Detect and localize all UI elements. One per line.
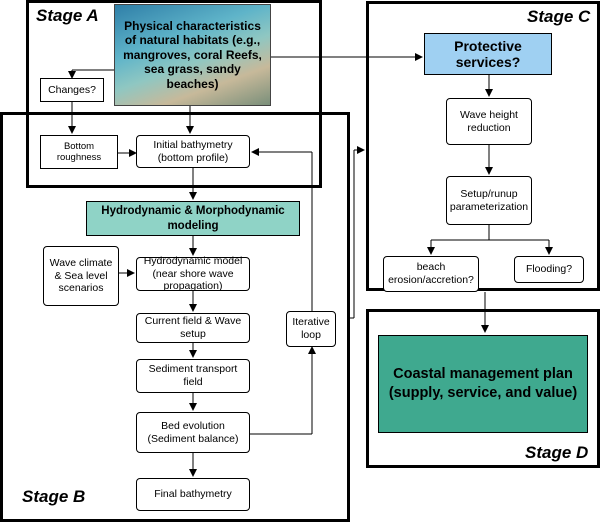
wave-height-reduction-node: Wave height reduction (446, 98, 532, 145)
current-field-node: Current field & Wave setup (136, 313, 250, 343)
beach-erosion-node: beach erosion/accretion? (383, 256, 479, 292)
setup-runup-node: Setup/runup parameterization (446, 176, 532, 225)
changes-node: Changes? (40, 78, 104, 102)
sediment-transport-node: Sediment transport field (136, 359, 250, 393)
bottom-roughness-node: Bottom roughness (40, 135, 118, 169)
iterative-loop-node: Iterative loop (286, 311, 336, 347)
stage-b-frame (0, 112, 350, 522)
stage-b-label: Stage B (22, 487, 86, 506)
wave-climate-node: Wave climate & Sea level scenarios (43, 246, 119, 306)
flooding-node: Flooding? (514, 256, 584, 283)
hydro-morpho-modeling-node: Hydrodynamic & Morphodynamic modeling (86, 201, 300, 236)
habitat-characteristics-node: Physical characteristics of natural habi… (114, 4, 271, 106)
stage-d-frame (366, 309, 600, 468)
protective-services-node: Protective services? (424, 33, 552, 75)
stage-d-label: Stage D (525, 443, 589, 462)
stage-c-label: Stage C (527, 7, 591, 26)
bed-evolution-node: Bed evolution (Sediment balance) (136, 412, 250, 453)
stage-a-label: Stage A (36, 6, 99, 25)
initial-bathymetry-node: Initial bathymetry (bottom profile) (136, 135, 250, 168)
coastal-management-plan-node: Coastal management plan (supply, service… (378, 335, 588, 433)
stage-c-frame (366, 1, 600, 291)
hydrodynamic-model-node: Hydrodynamic model (near shore wave prop… (136, 255, 250, 292)
stage-a-frame (26, 0, 322, 188)
final-bathymetry-node: Final bathymetry (136, 478, 250, 511)
